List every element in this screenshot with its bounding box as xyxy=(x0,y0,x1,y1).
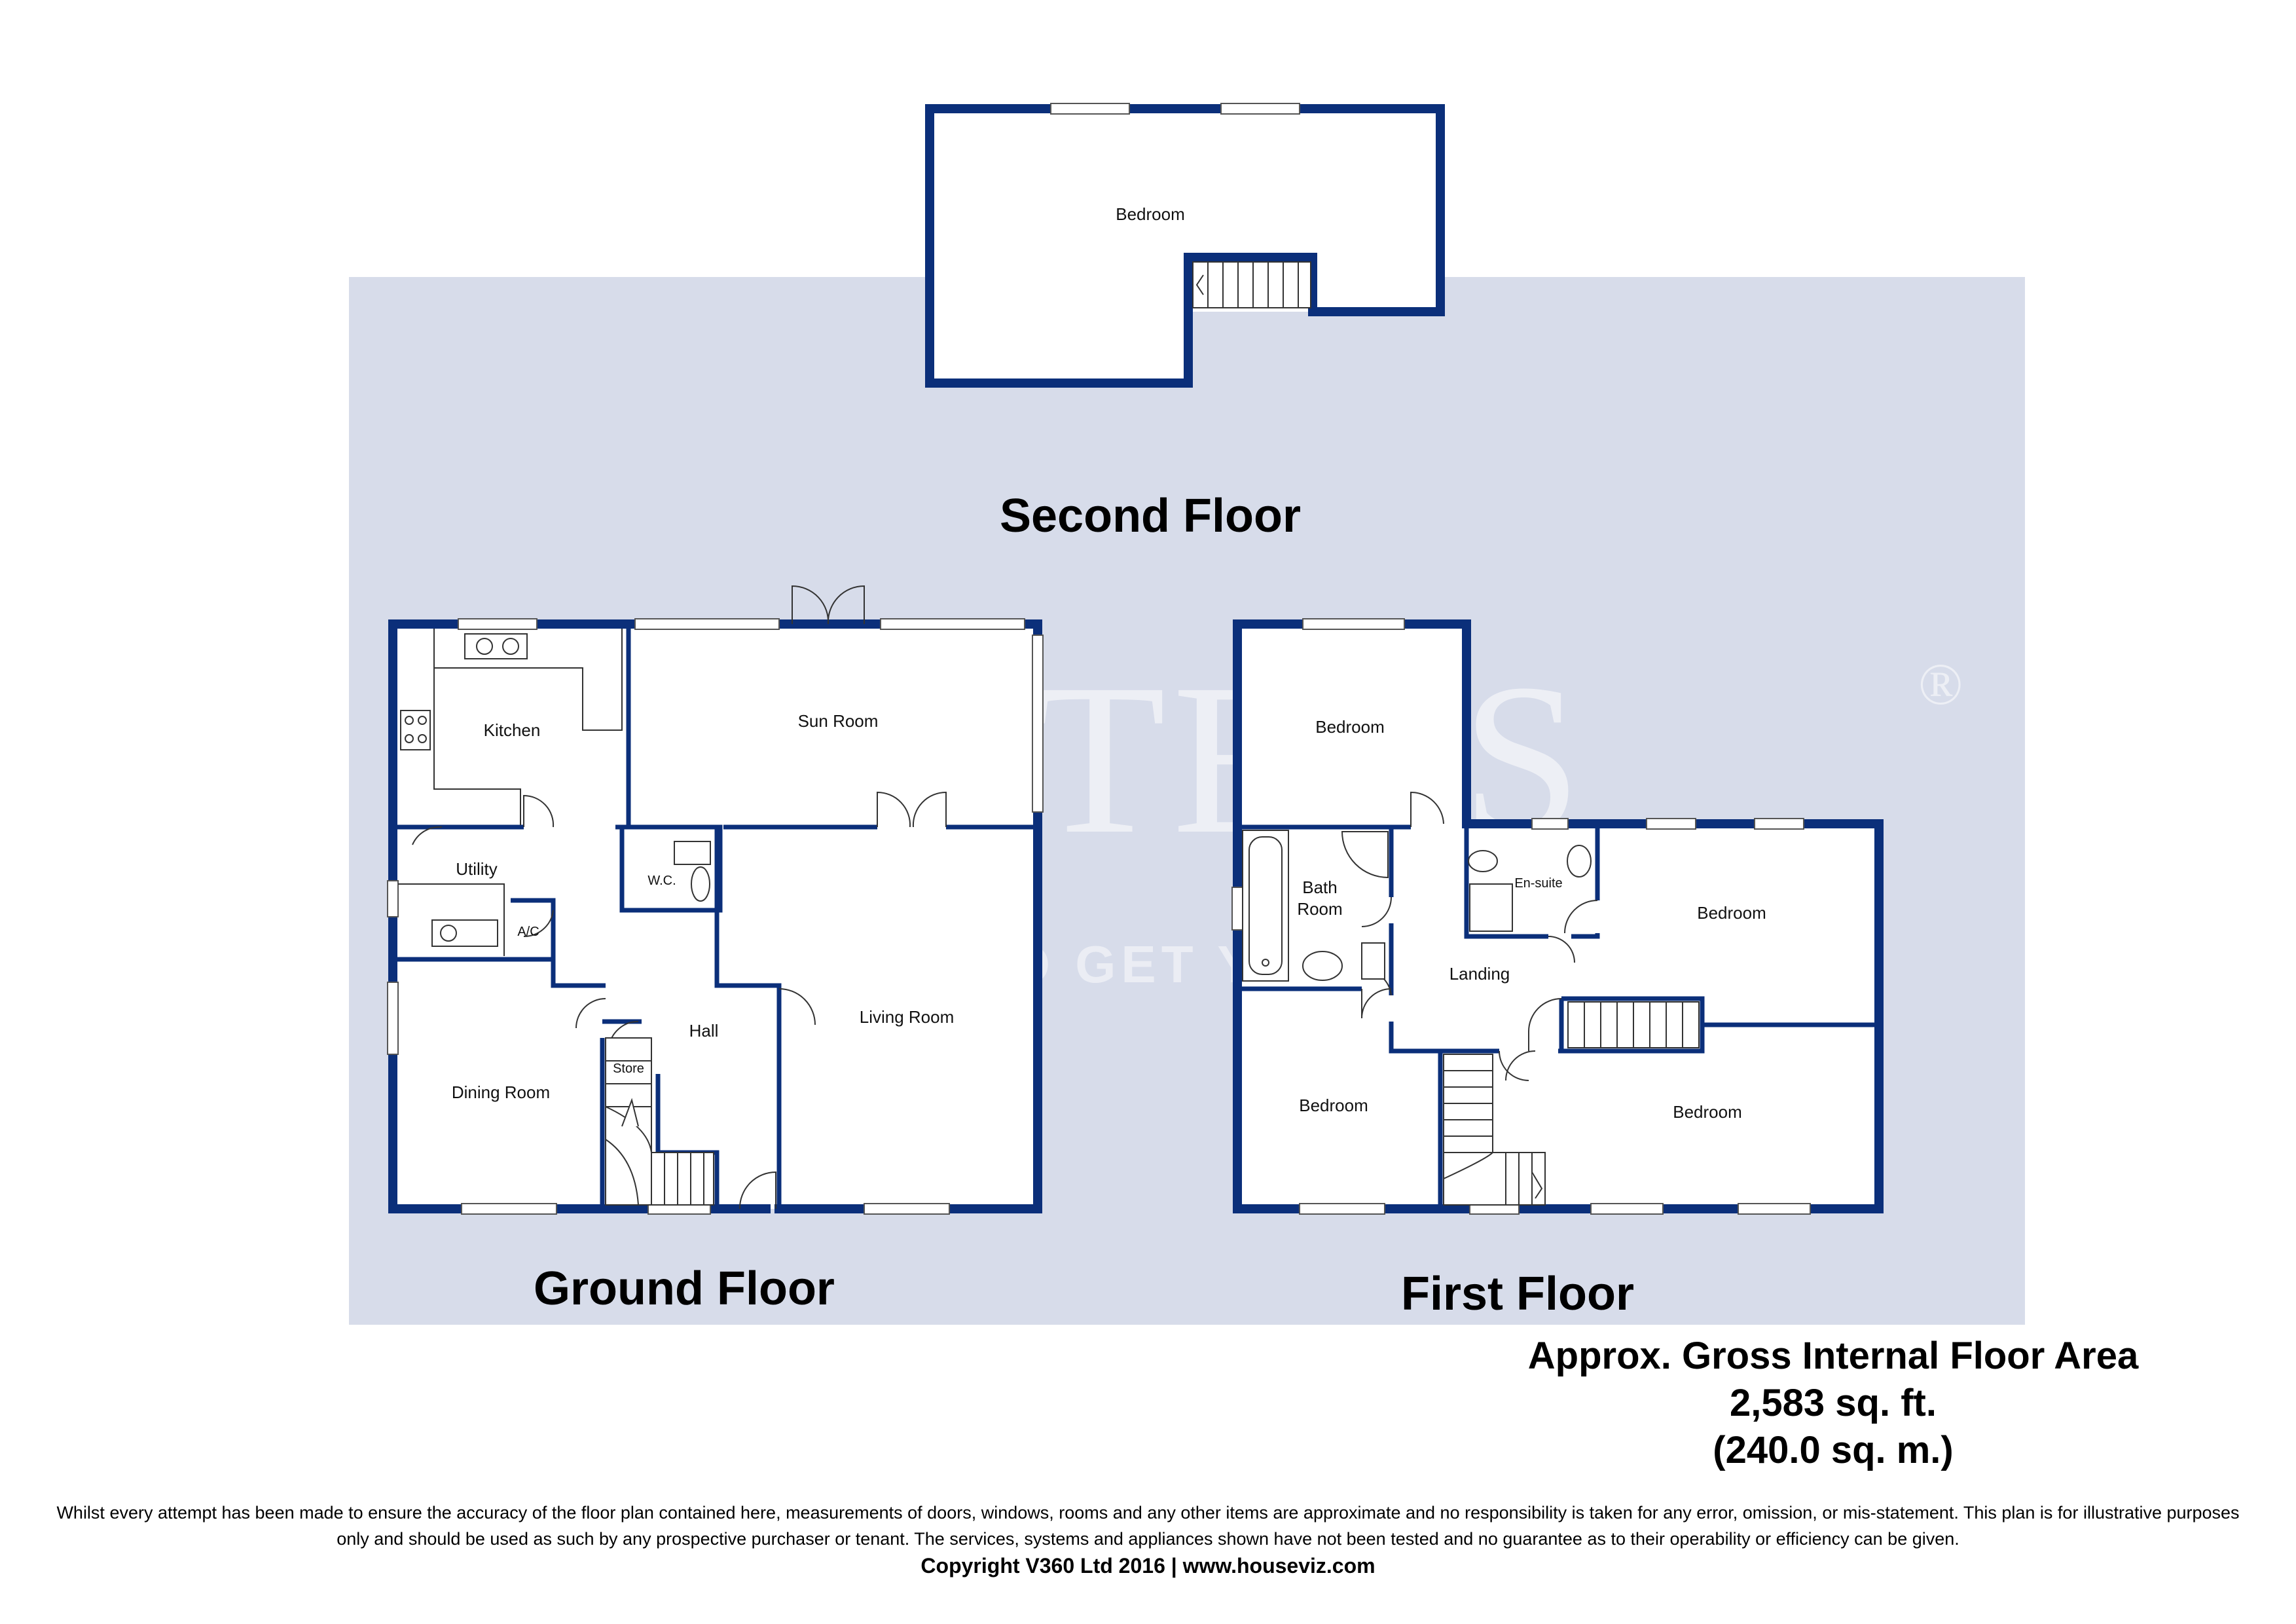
room-label-living-room: Living Room xyxy=(860,1007,955,1027)
room-label-sun-room: Sun Room xyxy=(798,711,879,731)
room-label-kitchen: Kitchen xyxy=(484,720,541,740)
watermark-reg-mark: ® xyxy=(1918,652,1969,717)
room-label-first-bedroom-3: Bedroom xyxy=(1299,1096,1368,1115)
first-floor-plan: Bedroom Bath Room En-suite Bedroom Landi… xyxy=(1231,618,1884,1215)
floor-area-sq-m: (240.0 sq. m.) xyxy=(1713,1429,1954,1471)
ground-floor-plan: Kitchen Sun Room Utility W.C. A/C Hall S… xyxy=(387,585,1044,1215)
first-floor-stairs xyxy=(1443,1001,1700,1206)
copyright-text: Copyright V360 Ltd 2016 | www.houseviz.c… xyxy=(920,1554,1376,1578)
window xyxy=(1220,103,1300,115)
room-label-utility: Utility xyxy=(456,859,498,879)
room-label-bath-room-line2: Room xyxy=(1297,899,1342,919)
floor-title-second: Second Floor xyxy=(1000,490,1301,542)
room-label-store: Store xyxy=(613,1061,644,1076)
window xyxy=(1050,103,1130,115)
second-floor-plan: Bedroom xyxy=(925,103,1445,388)
floor-area-heading: Approx. Gross Internal Floor Area xyxy=(1527,1335,2139,1377)
floor-title-ground: Ground Floor xyxy=(534,1263,835,1315)
second-floor-stairs xyxy=(1192,261,1311,308)
room-label-wc: W.C. xyxy=(647,874,676,888)
disclaimer-text: Whilst every attempt has been made to en… xyxy=(56,1503,2240,1549)
room-label-first-bedroom-4: Bedroom xyxy=(1673,1102,1742,1122)
room-label-first-bedroom-1: Bedroom xyxy=(1315,717,1385,737)
second-floor-walls xyxy=(925,104,1445,388)
room-label-second-bedroom: Bedroom xyxy=(1116,204,1185,224)
ground-floor-stairs xyxy=(605,1037,714,1206)
room-label-en-suite: En-suite xyxy=(1514,876,1562,891)
floor-area-sq-ft: 2,583 sq. ft. xyxy=(1730,1382,1937,1424)
floor-title-first: First Floor xyxy=(1401,1268,1634,1320)
room-label-bath-room-line1: Bath xyxy=(1302,877,1338,897)
room-label-hall: Hall xyxy=(689,1021,719,1041)
room-label-first-bedroom-2: Bedroom xyxy=(1697,903,1766,923)
room-label-ac: A/C xyxy=(517,925,539,939)
room-label-dining-room: Dining Room xyxy=(452,1082,550,1102)
floor-area-summary: Approx. Gross Internal Floor Area 2,583 … xyxy=(1440,1333,2226,1474)
room-label-landing: Landing xyxy=(1449,964,1510,984)
